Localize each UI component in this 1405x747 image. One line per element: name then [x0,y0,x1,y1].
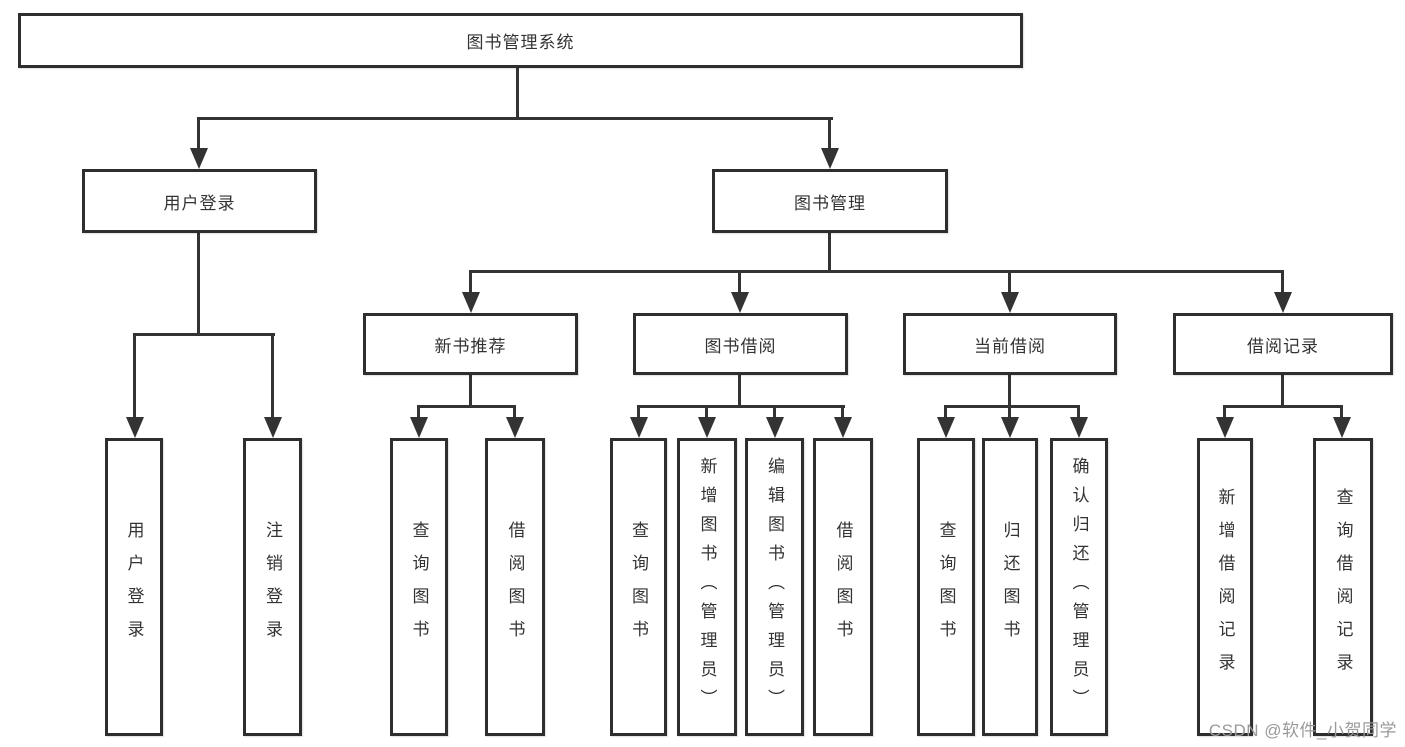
connector-line [1281,375,1284,405]
connector-line [1223,405,1343,408]
connector-line [417,405,516,408]
leaf-add-borrow-record: 新增借阅记录 [1197,438,1253,736]
connector-line [516,68,519,119]
arrow-down-icon [828,117,831,148]
leaf-label: 确认归还（管理员） [1069,456,1089,718]
arrow-down-icon [1281,270,1284,292]
csdn-watermark: CSDN @软件_小贺同学 [1208,721,1397,740]
arrow-down-icon [133,333,136,417]
leaf-label: 借阅图书 [833,521,853,653]
arrow-down-icon [469,270,472,292]
arrow-down-icon [417,405,420,417]
connector-line [738,375,741,405]
arrow-down-icon [1008,270,1011,292]
node-borrow-records: 借阅记录 [1173,313,1393,375]
connector-line [1008,375,1011,405]
leaf-label: 注销登录 [263,521,282,653]
node-book-borrow: 图书借阅 [633,313,848,375]
arrow-down-icon [513,405,516,417]
connector-line [637,405,845,408]
leaf-user-login: 用户登录 [105,438,163,736]
node-label: 图书借阅 [704,336,777,356]
leaf-query-borrow-record: 查询借阅记录 [1313,438,1373,736]
arrow-down-icon [944,405,947,417]
leaf-add-book-admin: 新增图书（管理员） [677,438,737,736]
leaf-recommend-query-book: 查询图书 [390,438,448,736]
leaf-label: 查询图书 [629,521,648,653]
leaf-label: 新增借阅记录 [1215,488,1235,686]
leaf-label: 查询图书 [936,521,956,653]
leaf-recommend-borrow-book: 借阅图书 [485,438,545,736]
arrow-down-icon [738,270,741,292]
connector-line [469,375,472,405]
leaf-borrow-query-book: 查询图书 [610,438,667,736]
arrow-down-icon [1008,405,1011,417]
arrow-down-icon [637,405,640,417]
arrow-down-icon [1223,405,1226,417]
leaf-return-book: 归还图书 [982,438,1038,736]
node-user-login: 用户登录 [82,169,317,233]
arrow-down-icon [705,405,708,417]
node-label: 用户登录 [163,193,236,213]
connector-line [944,405,1080,408]
leaf-label: 新增图书（管理员） [697,456,717,718]
leaf-label: 查询借阅记录 [1333,488,1353,686]
leaf-label: 归还图书 [1000,521,1020,653]
leaf-confirm-return-admin: 确认归还（管理员） [1050,438,1108,736]
leaf-edit-book-admin: 编辑图书（管理员） [745,438,804,736]
arrow-down-icon [1340,405,1343,417]
node-label: 图书管理系统 [466,33,575,52]
leaf-borrow-book: 借阅图书 [813,438,873,736]
leaf-logout: 注销登录 [243,438,302,736]
connector-line [133,333,275,336]
node-label: 当前借阅 [974,336,1046,356]
connector-line [828,233,831,272]
node-current-borrow: 当前借阅 [903,313,1117,375]
leaf-label: 用户登录 [124,521,144,653]
arrow-down-icon [841,405,844,417]
connector-line [197,233,200,336]
connector-line [469,270,1284,273]
node-new-book-recommend: 新书推荐 [363,313,578,375]
arrow-down-icon [197,117,200,148]
arrow-down-icon [271,333,274,417]
leaf-label: 查询图书 [409,521,429,653]
node-label: 图书管理 [794,193,866,213]
arrow-down-icon [773,405,776,417]
arrow-down-icon [1077,405,1080,417]
leaf-label: 借阅图书 [505,521,525,653]
leaf-current-query-book: 查询图书 [917,438,975,736]
node-label: 借阅记录 [1247,336,1319,356]
node-label: 新书推荐 [434,336,507,356]
connector-line [197,117,833,120]
leaf-label: 编辑图书（管理员） [765,456,784,718]
node-book-management: 图书管理 [712,169,948,233]
node-root: 图书管理系统 [18,13,1023,68]
